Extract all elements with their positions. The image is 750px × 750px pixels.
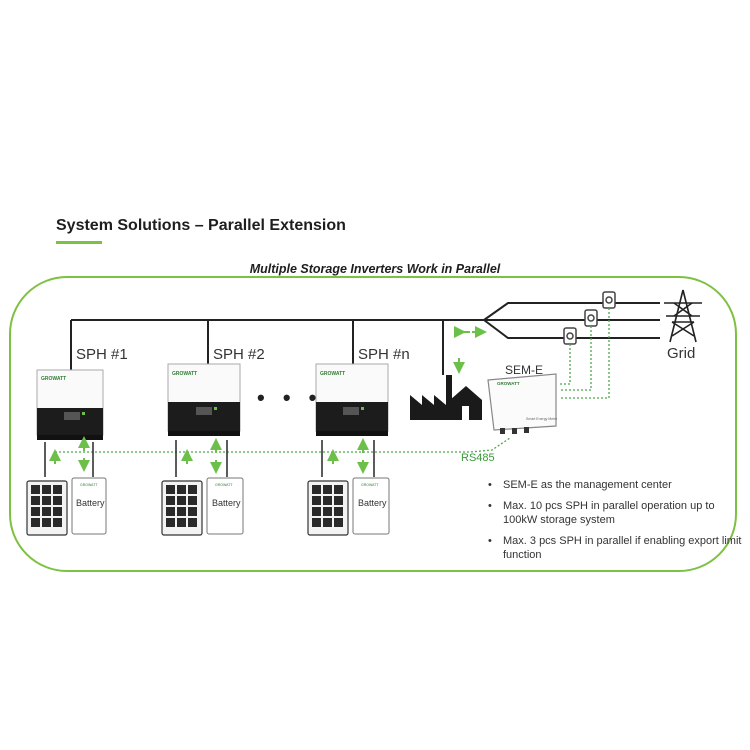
feature-item: SEM-E as the management center <box>486 478 742 492</box>
svg-text:GROWATT: GROWATT <box>497 381 520 386</box>
solar-panel-icon <box>161 480 203 536</box>
ellipsis: • • • <box>257 385 323 410</box>
current-transformer-icon <box>563 291 616 345</box>
battery-icon: GROWATT <box>206 477 244 535</box>
svg-text:GROWATT: GROWATT <box>320 371 345 377</box>
solar-panel-icon <box>307 480 349 536</box>
growatt-inverter-icon: GROWATT <box>167 363 241 436</box>
solar-panel-icon <box>26 480 68 536</box>
battery-icon: GROWATT <box>71 477 107 535</box>
growatt-inverter-icon: GROWATT <box>315 363 389 436</box>
rs485-line <box>55 437 511 453</box>
battery-label: Battery <box>358 498 387 508</box>
feature-list: SEM-E as the management center Max. 10 p… <box>486 478 742 569</box>
diagram-subtitle: Multiple Storage Inverters Work in Paral… <box>249 262 501 276</box>
transmission-tower-icon <box>664 289 702 343</box>
title-underline <box>56 241 102 244</box>
grid-label: Grid <box>667 345 696 362</box>
grid-flow-arrows <box>453 326 487 374</box>
feature-item: Max. 3 pcs SPH in parallel if enabling e… <box>486 534 742 562</box>
svg-text:GROWATT: GROWATT <box>80 483 98 487</box>
svg-text:GROWATT: GROWATT <box>41 376 66 382</box>
page-title: System Solutions – Parallel Extension <box>56 217 346 234</box>
svg-text:Smart Energy Meter: Smart Energy Meter <box>526 417 558 421</box>
ct-signal-lines <box>560 308 610 399</box>
svg-text:GROWATT: GROWATT <box>361 483 379 487</box>
dc-flow-arrows <box>44 436 375 477</box>
battery-icon: GROWATT <box>352 477 390 535</box>
svg-text:GROWATT: GROWATT <box>215 483 233 487</box>
diagram-frame <box>9 276 737 572</box>
battery-label: Battery <box>76 498 105 508</box>
sem-e-label: SEM-E <box>505 363 544 377</box>
feature-item: Max. 10 pcs SPH in parallel operation up… <box>486 499 742 527</box>
inverter-label: SPH #n <box>358 346 410 363</box>
inverter-label: SPH #1 <box>76 346 128 363</box>
inverter-label: SPH #2 <box>213 346 265 363</box>
factory-icon <box>410 375 452 420</box>
house-icon <box>450 386 482 420</box>
growatt-inverter-icon: GROWATT <box>36 369 104 440</box>
svg-text:GROWATT: GROWATT <box>172 371 197 377</box>
smart-meter-icon: GROWATT Smart Energy Meter <box>487 373 558 434</box>
battery-label: Battery <box>212 498 241 508</box>
rs485-label: RS485 <box>461 452 495 464</box>
